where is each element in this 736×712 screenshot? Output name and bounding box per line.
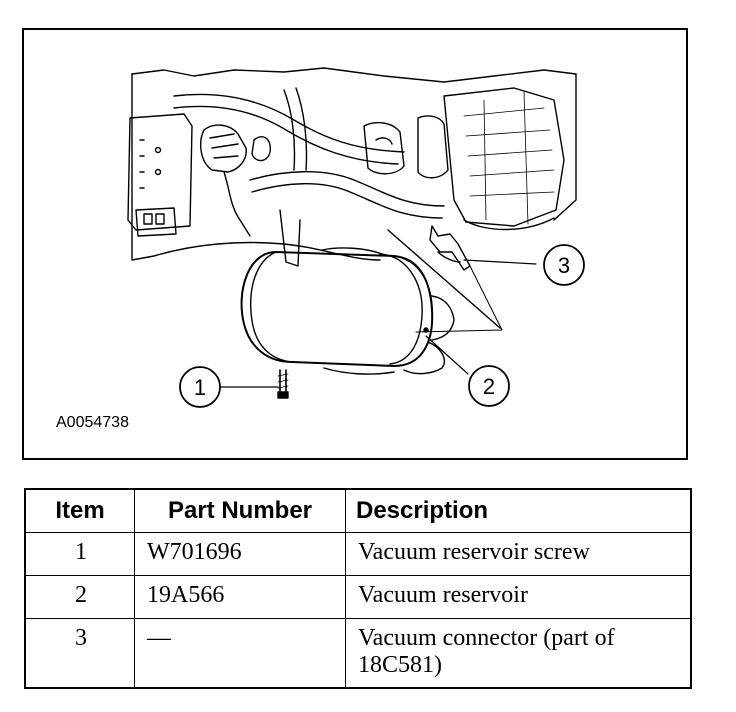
header-item: Item	[24, 488, 135, 533]
header-description: Description	[345, 488, 692, 533]
part-number-cell: W701696	[134, 532, 346, 576]
part-number-cell: —	[134, 618, 346, 689]
callout-1: 1	[179, 366, 221, 408]
callout-3: 3	[543, 244, 585, 286]
item-cell: 3	[24, 618, 135, 689]
callout-1-label: 1	[194, 375, 206, 400]
figure-id: A0054738	[56, 414, 129, 431]
callout-2: 2	[468, 365, 510, 407]
description-cell: Vacuum reservoir screw	[345, 532, 692, 576]
screw	[277, 369, 289, 399]
figure-frame: 1 2 3 A0054738	[22, 28, 688, 460]
vacuum-reservoir-illustration: 1 2 3	[127, 67, 585, 408]
table-row: 3 — Vacuum connector (part of 18C581)	[24, 618, 692, 689]
description-cell: Vacuum reservoir	[345, 575, 692, 619]
vacuum-reservoir	[240, 247, 455, 375]
header-part-number: Part Number	[134, 488, 346, 533]
part-number-cell: 19A566	[134, 575, 346, 619]
callout-2-label: 2	[483, 374, 495, 399]
item-cell: 2	[24, 575, 135, 619]
parts-table: Item Part Number Description 1 W701696 V…	[24, 488, 692, 689]
table-header-row: Item Part Number Description	[24, 488, 692, 533]
table-row: 1 W701696 Vacuum reservoir screw	[24, 532, 692, 576]
table-row: 2 19A566 Vacuum reservoir	[24, 575, 692, 619]
item-cell: 1	[24, 532, 135, 576]
engine-bay-background	[127, 67, 577, 333]
leader-lines	[219, 259, 537, 388]
callout-3-label: 3	[558, 253, 570, 278]
description-cell: Vacuum connector (part of 18C581)	[345, 618, 692, 689]
